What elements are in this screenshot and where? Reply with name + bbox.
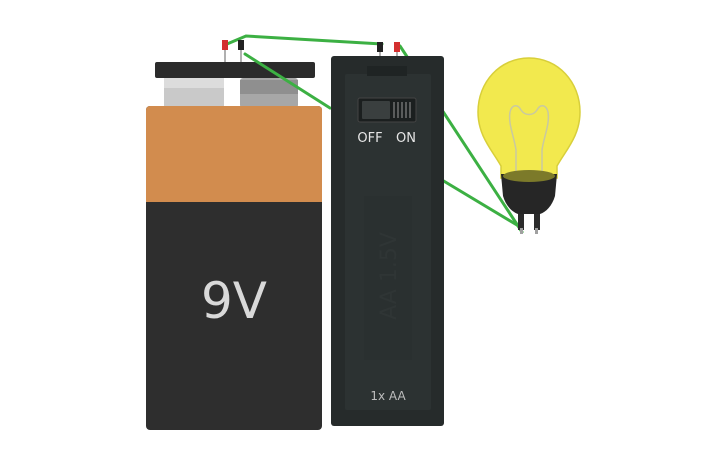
power-switch[interactable] [357,97,417,123]
holder-count-label: 1x AA [370,389,406,403]
battery-9v[interactable]: 9V [146,62,322,430]
bulb-terminal-left[interactable] [518,214,524,230]
bulb-filament [508,105,550,176]
battery-snap-connector [155,62,315,78]
battery-leads [222,40,244,62]
aa-cell-label: AA 1.5V [377,232,402,320]
wire-battery-to-holder-2[interactable] [243,52,332,110]
wire-holder-to-bulb-bottom[interactable] [440,178,524,230]
switch-on-label: ON [396,131,416,146]
lead-red-connector[interactable] [222,40,228,50]
wire-battery-to-holder[interactable] [225,34,384,46]
switch-off-label: OFF [357,131,382,146]
aa-cell-slot [364,196,412,360]
light-bulb[interactable] [477,57,581,234]
battery-voltage-label: 9V [201,272,267,330]
power-switch-knob[interactable] [362,101,390,119]
lead-black-connector[interactable] [238,40,244,50]
holder-lead-red[interactable] [394,42,400,52]
bulb-glass [477,57,581,179]
bulb-base [501,174,557,214]
holder-lead-black[interactable] [377,42,383,52]
battery-holder[interactable]: OFF ON AA 1.5V 1x AA [331,42,444,426]
bulb-terminal-right[interactable] [534,214,540,230]
